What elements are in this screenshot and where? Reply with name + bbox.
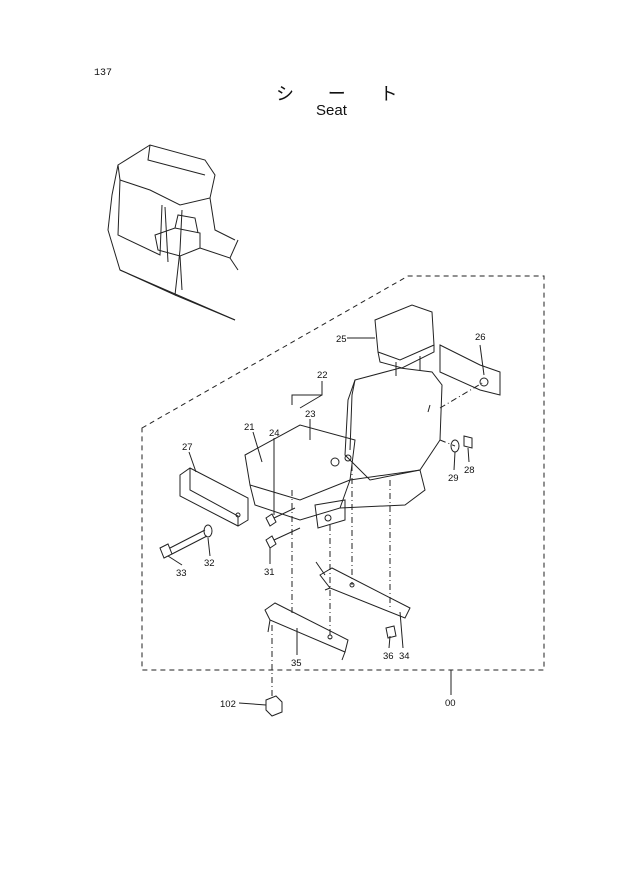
excavator-cab-illustration — [107, 144, 239, 321]
part-label-27: 27 — [182, 442, 193, 453]
part-label-102: 102 — [220, 699, 236, 710]
seat-cushion — [244, 424, 426, 529]
title-english: Seat — [316, 102, 347, 119]
part-label-29: 29 — [448, 473, 459, 484]
part-label-22: 22 — [317, 370, 328, 381]
assembly-lines — [271, 381, 485, 698]
part-label-21: 21 — [244, 422, 255, 433]
title-japanese: シ ー ト — [276, 84, 412, 105]
part-label-35: 35 — [291, 658, 302, 669]
part-label-24: 24 — [269, 428, 280, 439]
headrest — [374, 304, 435, 376]
leader-lines — [167, 337, 485, 706]
part-label-23: 23 — [305, 409, 316, 420]
part-label-34: 34 — [399, 651, 410, 662]
part-label-33: 33 — [176, 568, 187, 579]
assembly-boundary — [141, 275, 545, 671]
part-label-00: 00 — [445, 698, 456, 709]
bolt-24 — [265, 507, 296, 527]
part-label-31: 31 — [264, 567, 275, 578]
part-labels: 25 26 22 23 24 21 27 29 28 33 32 31 35 3… — [176, 332, 486, 710]
armrest — [179, 467, 249, 527]
side-bracket — [439, 344, 501, 396]
part-label-32: 32 — [204, 558, 215, 569]
slide-rail-35 — [264, 602, 349, 661]
bolt-33 — [159, 529, 208, 559]
part-label-26: 26 — [475, 332, 486, 343]
part-label-36: 36 — [383, 651, 394, 662]
seat-back — [344, 367, 443, 481]
washer-32 — [203, 524, 213, 538]
nut-36 — [385, 625, 397, 639]
nut-28 — [463, 435, 473, 449]
nut-102 — [265, 695, 283, 717]
part-label-25: 25 — [336, 334, 347, 345]
part-label-28: 28 — [464, 465, 475, 476]
page-number: 137 — [94, 68, 113, 79]
bolt-31 — [265, 527, 301, 549]
